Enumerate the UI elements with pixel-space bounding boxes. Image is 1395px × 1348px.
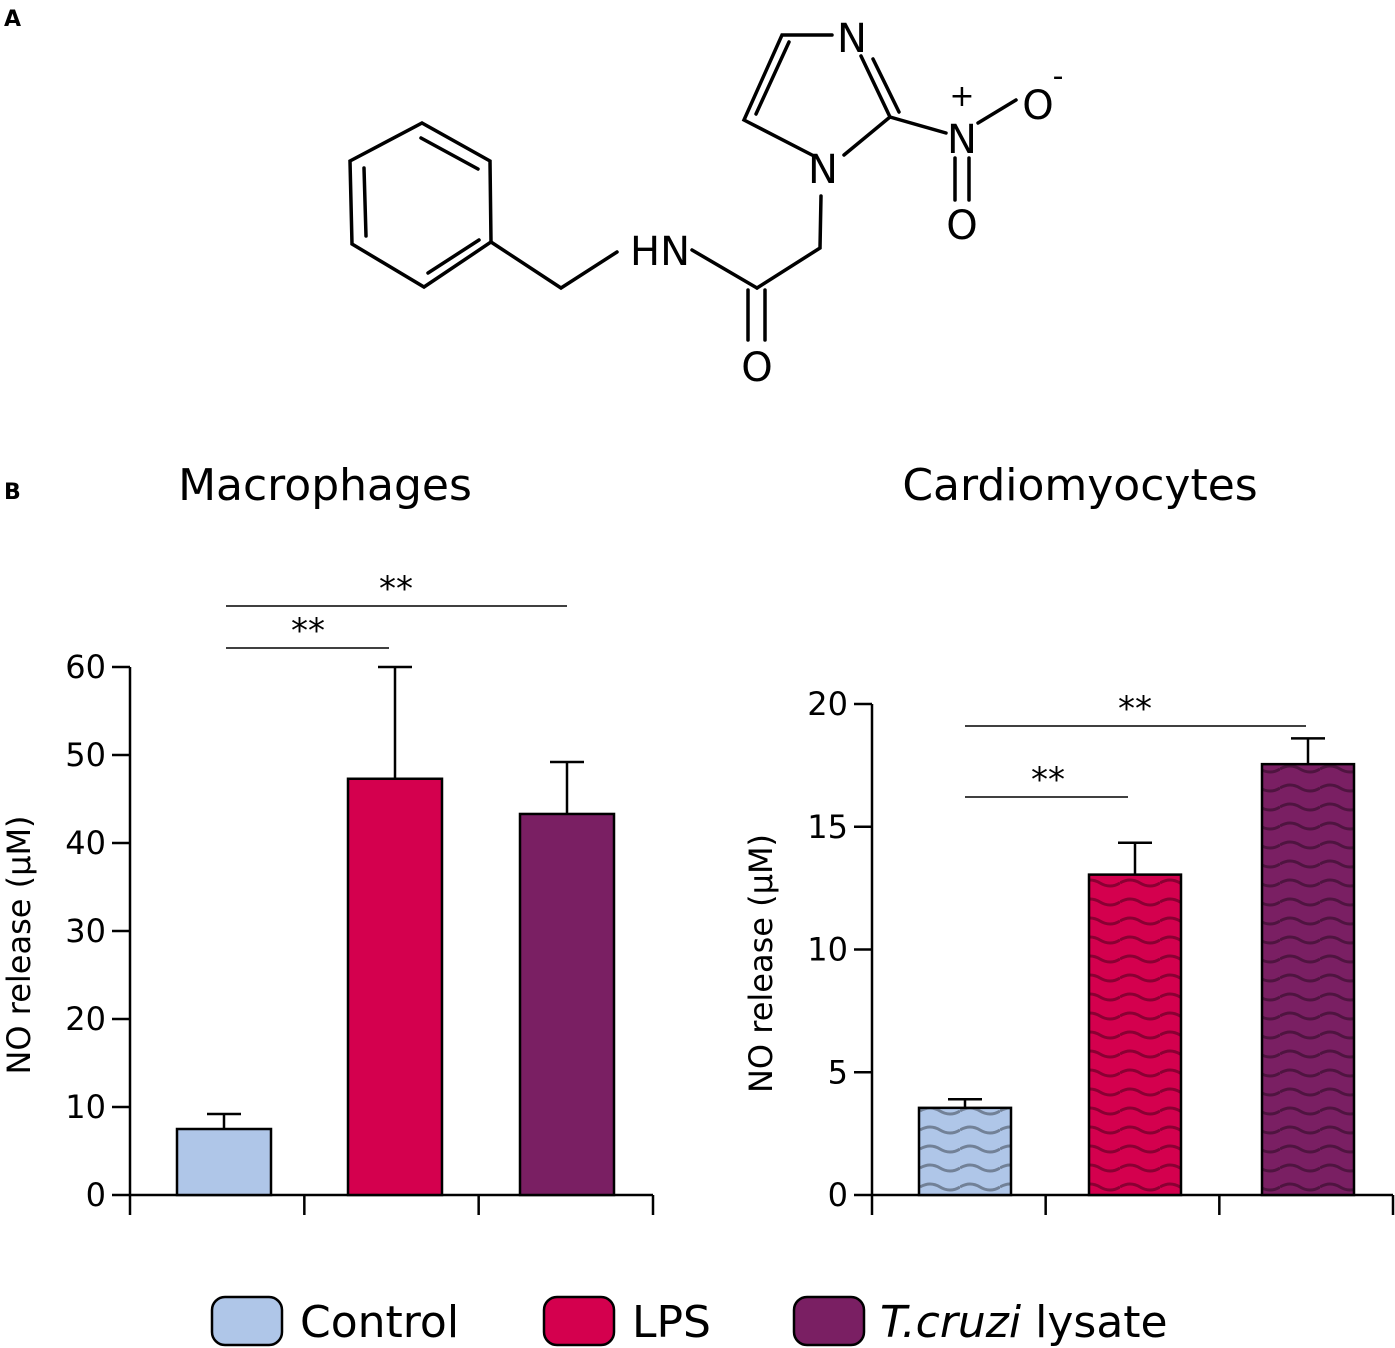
y-tick-label: 0	[828, 1176, 848, 1214]
atom-n-ring-bottom: N	[808, 147, 838, 193]
bar-control	[175, 1127, 273, 1197]
y-axis-label: NO release (µM)	[0, 815, 38, 1074]
y-axis-label: NO release (µM)	[742, 834, 780, 1093]
y-tick-label: 50	[65, 736, 106, 774]
y-tick-label: 40	[65, 824, 106, 862]
y-tick-label: 10	[807, 931, 848, 969]
nitro-bond	[888, 115, 948, 135]
imidazole-inner-bond-2	[871, 57, 901, 114]
atom-n-nitro: N	[947, 117, 977, 163]
significance-label: **	[1118, 689, 1152, 729]
carbonyl-double-bond	[746, 288, 767, 342]
y-tick-label: 30	[65, 912, 106, 950]
legend-label-tcruzi-rest: lysate	[1021, 1297, 1167, 1348]
benzene-inner-bond-1	[419, 136, 480, 171]
panel-a-label: A	[4, 7, 21, 32]
significance-label: **	[1031, 760, 1065, 800]
ch2-bond	[489, 240, 619, 291]
structure-atom-labels: N N N + O - O HN O	[630, 16, 1063, 391]
chart-title: Cardiomyocytes	[902, 460, 1257, 511]
bar-tcruzi	[518, 812, 616, 1197]
chart-title: Macrophages	[178, 460, 472, 511]
legend: Control LPS T.cruzi lysate	[210, 1295, 1168, 1348]
imidazole-inner-bond-1	[754, 40, 791, 116]
atom-n-ring-top: N	[837, 16, 867, 62]
y-tick-label: 20	[807, 685, 848, 723]
atom-charge-plus: +	[949, 79, 974, 114]
legend-label-control: Control	[300, 1297, 459, 1348]
nitro-o-single-bond	[976, 98, 1018, 125]
bar-tcruzi	[1260, 762, 1356, 1197]
atom-charge-minus: -	[1053, 59, 1064, 94]
panel-b-label: B	[4, 480, 21, 505]
atom-o-carbonyl: O	[741, 345, 772, 391]
y-tick-label: 5	[828, 1053, 848, 1091]
carbonyl-ch2-bond	[755, 194, 823, 290]
atom-o-nitro-bottom: O	[946, 203, 977, 249]
bar-lps	[346, 777, 444, 1197]
significance-label: **	[291, 611, 325, 651]
y-tick-label: 0	[86, 1176, 106, 1214]
macrophages-chart: Macrophages NO release (µM) 0 10 20 30 40 50 60 *…	[0, 460, 655, 1215]
legend-swatch-lps	[542, 1295, 616, 1347]
atom-hn: HN	[630, 229, 690, 275]
y-tick-label: 20	[65, 1000, 106, 1038]
benzene-inner-bond-3	[426, 238, 481, 275]
atom-o-nitro-right: O	[1022, 83, 1053, 129]
nitro-o-double-bond	[953, 156, 971, 202]
cardiomyocytes-chart: Cardiomyocytes NO release (µM) 0 5 10 15 20 ** *…	[742, 460, 1395, 1215]
legend-label-lps: LPS	[632, 1297, 711, 1348]
chemical-structure	[348, 33, 1018, 342]
legend-swatch-tcruzi	[792, 1295, 866, 1347]
legend-label-tcruzi: T.cruzi lysate	[880, 1297, 1168, 1348]
legend-swatch-control	[210, 1295, 284, 1347]
benzene-ring	[348, 121, 493, 290]
y-tick-label: 60	[65, 648, 106, 686]
y-tick-label: 15	[807, 808, 848, 846]
significance-label: **	[379, 569, 413, 609]
bar-control	[917, 1106, 1013, 1197]
legend-label-tcruzi-italic: T.cruzi	[880, 1297, 1022, 1348]
y-tick-label: 10	[65, 1088, 106, 1126]
nh-carbonyl-bond	[690, 248, 759, 290]
benzene-inner-bond-2	[362, 166, 368, 238]
bar-lps	[1087, 873, 1183, 1197]
